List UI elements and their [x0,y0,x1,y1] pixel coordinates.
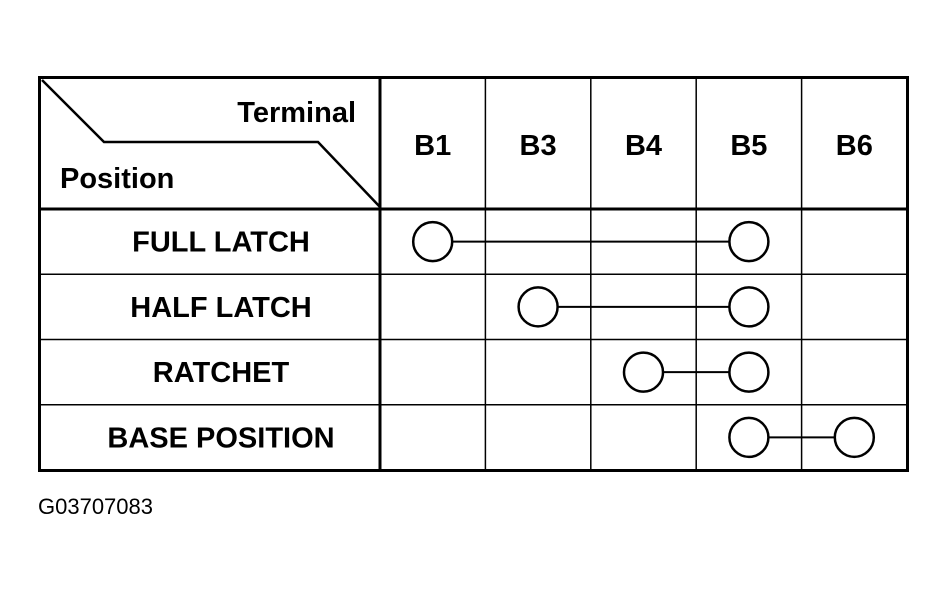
terminal-header: B5 [730,130,767,162]
terminal-header: B1 [414,130,451,162]
position-label: RATCHET [153,357,290,389]
continuity-links [411,220,876,459]
continuity-node [728,416,770,459]
continuity-node [833,416,876,459]
position-label: HALF LATCH [130,292,311,324]
terminal-header-label: Terminal [237,97,356,129]
continuity-node [622,351,665,393]
header-diagonal-divider [41,79,381,208]
terminal-header: B6 [836,130,873,162]
figure-code: G03707083 [38,494,153,519]
table-border [38,76,909,472]
continuity-node [517,286,559,328]
position-header-label: Position [60,163,174,195]
table-grid [40,78,907,470]
continuity-node [728,351,770,393]
terminal-header: B3 [520,130,557,162]
position-rows: FULL LATCH HALF LATCH RATCHET BASE POSITION [107,227,334,455]
position-label: BASE POSITION [107,422,334,454]
position-label: FULL LATCH [132,227,310,259]
terminal-header: B4 [625,130,662,162]
terminal-headers: B1 B3 B4 B5 B6 [414,130,873,162]
continuity-node [728,220,770,263]
continuity-node [411,220,454,263]
continuity-node [728,286,770,328]
